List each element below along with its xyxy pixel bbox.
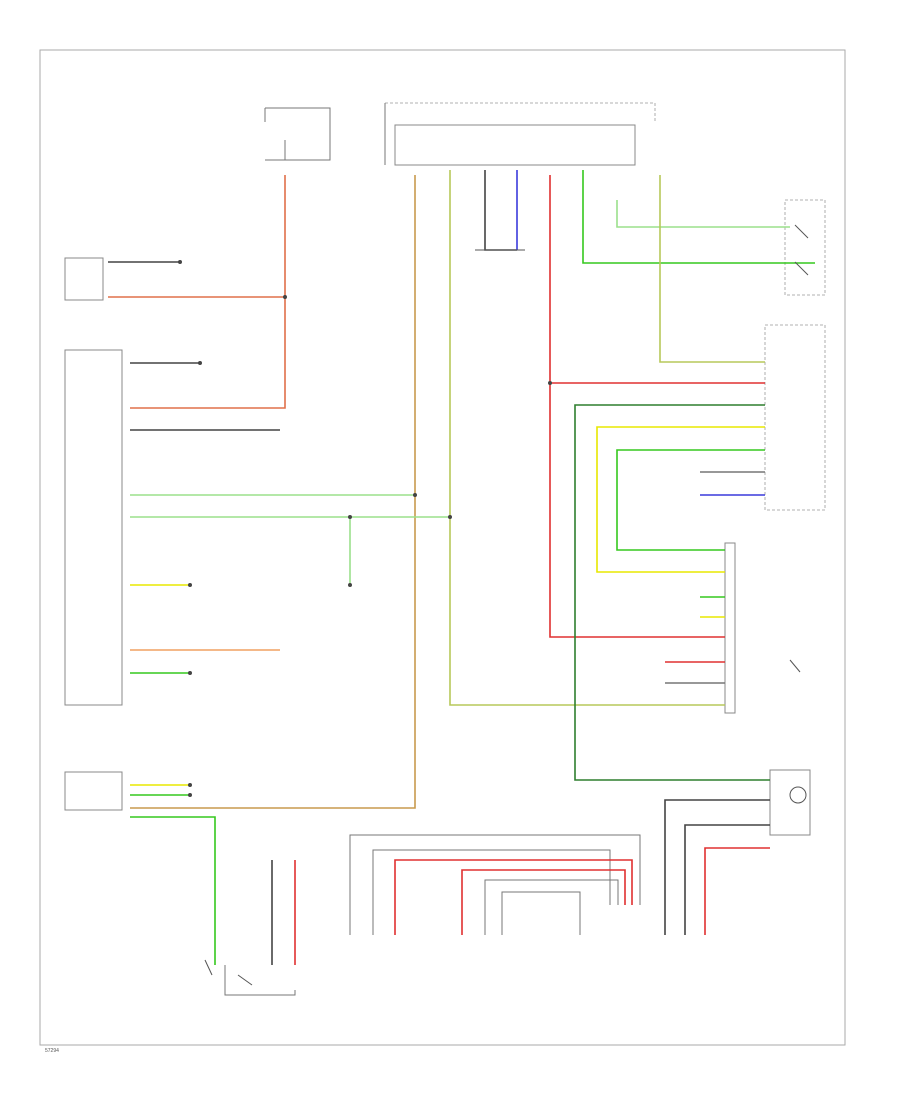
wire-red-interlock (704, 847, 770, 935)
splice-dot (178, 260, 182, 264)
wire-green-stop (582, 170, 815, 264)
wire-bottom-gray-2 (372, 849, 611, 935)
tail-lamp-module (64, 257, 104, 301)
wire-dark-interlock-1 (664, 799, 770, 935)
splice-dot (188, 583, 192, 587)
diagram-frame (39, 49, 846, 1046)
fuse-box-center (384, 102, 656, 166)
transmission-control-module (64, 349, 123, 706)
wire-bottom-gray-4 (501, 891, 581, 935)
fuse-box-left (264, 107, 331, 161)
wire-red-main (549, 175, 725, 638)
wire-bottom-gray-1 (349, 834, 641, 935)
splice-dot (548, 381, 552, 385)
splice-dot (188, 783, 192, 787)
wire-bottom-red-2 (461, 869, 626, 935)
range-selector-module (764, 324, 826, 511)
switch-symbol (204, 224, 809, 986)
shift-interlock-module (769, 769, 811, 836)
wire-bottom-red-1 (394, 859, 633, 935)
wire-dark-interlock-2 (684, 824, 770, 935)
wire-dark-center (484, 170, 517, 251)
splice-dot (448, 515, 452, 519)
splice-dot (413, 493, 417, 497)
wire-darkgreen (574, 404, 770, 781)
splice-dot (188, 671, 192, 675)
splice-dot (348, 515, 352, 519)
wire-bottom-switch (224, 965, 296, 996)
wire-lightgreen-stop (616, 200, 790, 228)
splice-dot (198, 361, 202, 365)
wire-tan (130, 175, 416, 809)
wire-yellow-1 (596, 426, 765, 573)
wire-green-ecm-down (130, 816, 216, 965)
wire-bottom-gray-3 (484, 879, 619, 935)
stop-lamp-switch (784, 199, 826, 296)
wire-green-loop (616, 449, 765, 551)
figure-id: 57294 (45, 1048, 59, 1054)
wire-salmon-1 (130, 175, 286, 409)
splice-dot (283, 295, 287, 299)
wire-olive-range (659, 175, 765, 363)
splice-dot (348, 583, 352, 587)
wire-olive (449, 170, 725, 706)
engine-control-module (64, 771, 123, 811)
splice-dot (188, 793, 192, 797)
automatic-transmission-assembly (724, 542, 736, 714)
